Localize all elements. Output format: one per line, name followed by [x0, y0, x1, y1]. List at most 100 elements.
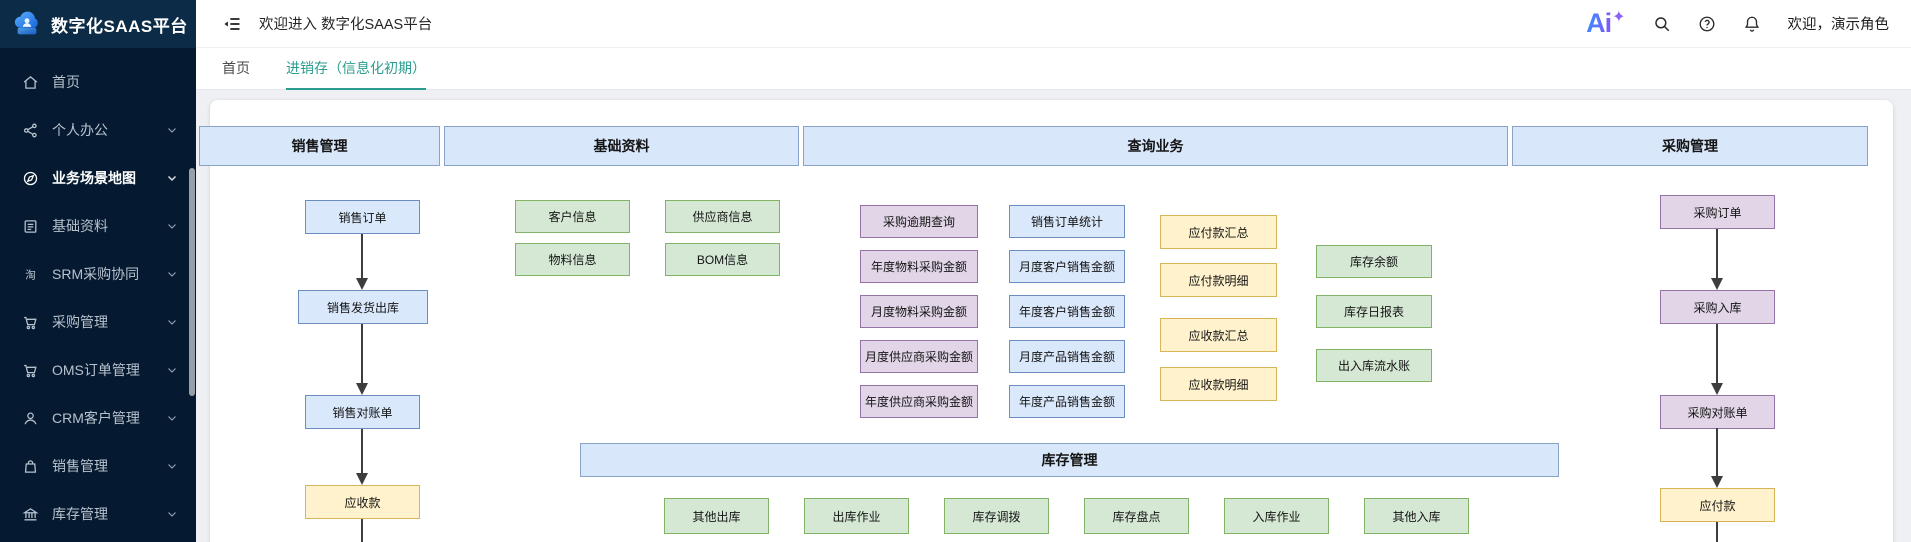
flow-node-inventory-balance[interactable]: 库存余额 — [1316, 245, 1432, 278]
flow-arrow-5 — [1716, 229, 1718, 278]
flow-arrowhead-2 — [356, 383, 368, 395]
user-icon — [22, 410, 39, 427]
chevron-down-icon — [166, 172, 178, 184]
flow-node-material-info[interactable]: 物料信息 — [515, 243, 630, 276]
chevron-down-icon — [166, 460, 178, 472]
chevron-down-icon — [166, 412, 178, 424]
flow-node-sales-statement[interactable]: 销售对账单 — [305, 395, 420, 429]
flow-node-inventory-daily-report[interactable]: 库存日报表 — [1316, 295, 1432, 328]
sidebar-item-label: 首页 — [52, 74, 80, 90]
ai-plus-logo[interactable]: Ai ✦ — [1586, 10, 1625, 37]
chevron-down-icon — [166, 268, 178, 280]
flow-node-outbound-ops[interactable]: 出库作业 — [804, 498, 909, 534]
flow-node-annual-supplier-purchase[interactable]: 年度供应商采购金额 — [860, 385, 978, 418]
sidebar-item-label: 采购管理 — [52, 314, 108, 330]
sidebar-item-3[interactable]: 业务场景地图 — [0, 154, 196, 202]
sidebar-item-8[interactable]: CRM客户管理 — [0, 394, 196, 442]
tab-2[interactable]: 进销存（信息化初期） — [286, 48, 426, 90]
flow-arrow-7 — [1716, 428, 1718, 476]
sidebar-item-10[interactable]: 库存管理 — [0, 490, 196, 538]
sidebar-item-label: SRM采购协同 — [52, 266, 140, 282]
flow-node-inout-ledger[interactable]: 出入库流水账 — [1316, 349, 1432, 382]
home-icon — [22, 74, 39, 91]
sidebar-item-5[interactable]: 淘 SRM采购协同 — [0, 250, 196, 298]
section-header-sec-basic: 基础资料 — [444, 126, 799, 166]
top-header: 欢迎进入 数字化SAAS平台 Ai ✦ 欢迎，演示角色 — [196, 0, 1911, 48]
flow-node-monthly-product-sales[interactable]: 月度产品销售金额 — [1009, 340, 1125, 373]
flow-node-payable[interactable]: 应付款 — [1660, 488, 1775, 522]
flow-node-purchase-inbound[interactable]: 采购入库 — [1660, 290, 1775, 324]
flow-arrow-2 — [361, 324, 363, 383]
flow-arrow-4 — [361, 519, 363, 542]
bank-icon — [22, 506, 39, 523]
sidebar-item-1[interactable]: 首页 — [0, 58, 196, 106]
flow-node-purchase-statement[interactable]: 采购对账单 — [1660, 395, 1775, 429]
flow-node-receivable-detail[interactable]: 应收款明细 — [1160, 367, 1277, 401]
sidebar-item-4[interactable]: 基础资料 — [0, 202, 196, 250]
flow-node-payable-detail[interactable]: 应付款明细 — [1160, 263, 1277, 297]
flow-node-monthly-customer-sales[interactable]: 月度客户销售金额 — [1009, 250, 1125, 283]
flow-node-payable-summary[interactable]: 应付款汇总 — [1160, 215, 1277, 249]
section-header-sec-sales: 销售管理 — [199, 126, 440, 166]
sidebar-item-label: 销售管理 — [52, 458, 108, 474]
tab-bar: 首页 进销存（信息化初期） — [196, 48, 1911, 90]
app-title: 数字化SAAS平台 — [51, 16, 188, 36]
flow-arrowhead-3 — [356, 473, 368, 485]
cart-icon — [22, 314, 39, 331]
menu-fold-icon[interactable] — [222, 14, 242, 34]
sidebar-item-label: 库存管理 — [52, 506, 108, 522]
sidebar-item-label: OMS订单管理 — [52, 362, 140, 378]
sidebar-logo-bar: 数字化SAAS平台 — [0, 0, 196, 48]
chevron-down-icon — [166, 220, 178, 232]
flow-arrowhead-5 — [1711, 278, 1723, 290]
flow-node-inventory-count[interactable]: 库存盘点 — [1084, 498, 1189, 534]
sidebar-item-7[interactable]: OMS订单管理 — [0, 346, 196, 394]
flow-node-purchase-order[interactable]: 采购订单 — [1660, 195, 1775, 229]
sidebar-item-label: 基础资料 — [52, 218, 108, 234]
sidebar-nav: 首页个人办公业务场景地图基础资料淘 SRM采购协同采购管理 OMS订单管理 CRM客户… — [0, 48, 196, 538]
flow-node-sales-order-stats[interactable]: 销售订单统计 — [1009, 205, 1125, 238]
flow-node-purchase-overdue-query[interactable]: 采购逾期查询 — [860, 205, 978, 238]
chevron-down-icon — [166, 316, 178, 328]
sidebar-scrollbar[interactable] — [189, 168, 195, 396]
header-actions: Ai ✦ 欢迎，演示角色 — [1586, 10, 1889, 37]
help-icon[interactable] — [1698, 15, 1716, 33]
flow-node-customer-info[interactable]: 客户信息 — [515, 200, 630, 233]
flow-arrowhead-7 — [1711, 476, 1723, 488]
flow-node-annual-material-purchase[interactable]: 年度物料采购金额 — [860, 250, 978, 283]
user-greeting: 欢迎，演示角色 — [1787, 17, 1890, 33]
sidebar-item-label: 个人办公 — [52, 122, 108, 138]
flow-arrow-8 — [1716, 522, 1718, 542]
flow-node-monthly-supplier-purchase[interactable]: 月度供应商采购金额 — [860, 340, 978, 373]
flow-node-annual-product-sales[interactable]: 年度产品销售金额 — [1009, 385, 1125, 418]
flow-node-bom-info[interactable]: BOM信息 — [665, 243, 780, 276]
flow-node-other-outbound[interactable]: 其他出库 — [664, 498, 769, 534]
flow-node-receivable-summary[interactable]: 应收款汇总 — [1160, 318, 1277, 352]
svg-text:淘: 淘 — [25, 268, 36, 281]
sidebar-item-2[interactable]: 个人办公 — [0, 106, 196, 154]
app-logo-cloud-icon — [12, 9, 42, 39]
flow-arrowhead-6 — [1711, 383, 1723, 395]
flow-node-supplier-info[interactable]: 供应商信息 — [665, 200, 780, 233]
flow-node-receivable[interactable]: 应收款 — [305, 485, 420, 519]
flow-node-sales-order[interactable]: 销售订单 — [305, 200, 420, 234]
sidebar-item-9[interactable]: 销售管理 — [0, 442, 196, 490]
flow-node-sales-delivery-outbound[interactable]: 销售发货出库 — [298, 290, 428, 324]
cart-icon — [22, 362, 39, 379]
flow-node-annual-customer-sales[interactable]: 年度客户销售金额 — [1009, 295, 1125, 328]
chevron-down-icon — [166, 124, 178, 136]
compass-icon — [22, 170, 39, 187]
share-icon — [22, 122, 39, 139]
sidebar-item-label: 业务场景地图 — [52, 170, 136, 186]
flow-node-monthly-material-purchase[interactable]: 月度物料采购金额 — [860, 295, 978, 328]
sidebar-item-6[interactable]: 采购管理 — [0, 298, 196, 346]
flow-node-inbound-ops[interactable]: 入库作业 — [1224, 498, 1329, 534]
tab-1[interactable]: 首页 — [222, 60, 250, 76]
flow-node-inventory-transfer[interactable]: 库存调拨 — [944, 498, 1049, 534]
flow-arrow-6 — [1716, 324, 1718, 383]
bag-icon — [22, 458, 39, 475]
flow-node-other-inbound[interactable]: 其他入库 — [1364, 498, 1469, 534]
search-icon[interactable] — [1653, 15, 1671, 33]
bell-icon[interactable] — [1743, 15, 1761, 33]
